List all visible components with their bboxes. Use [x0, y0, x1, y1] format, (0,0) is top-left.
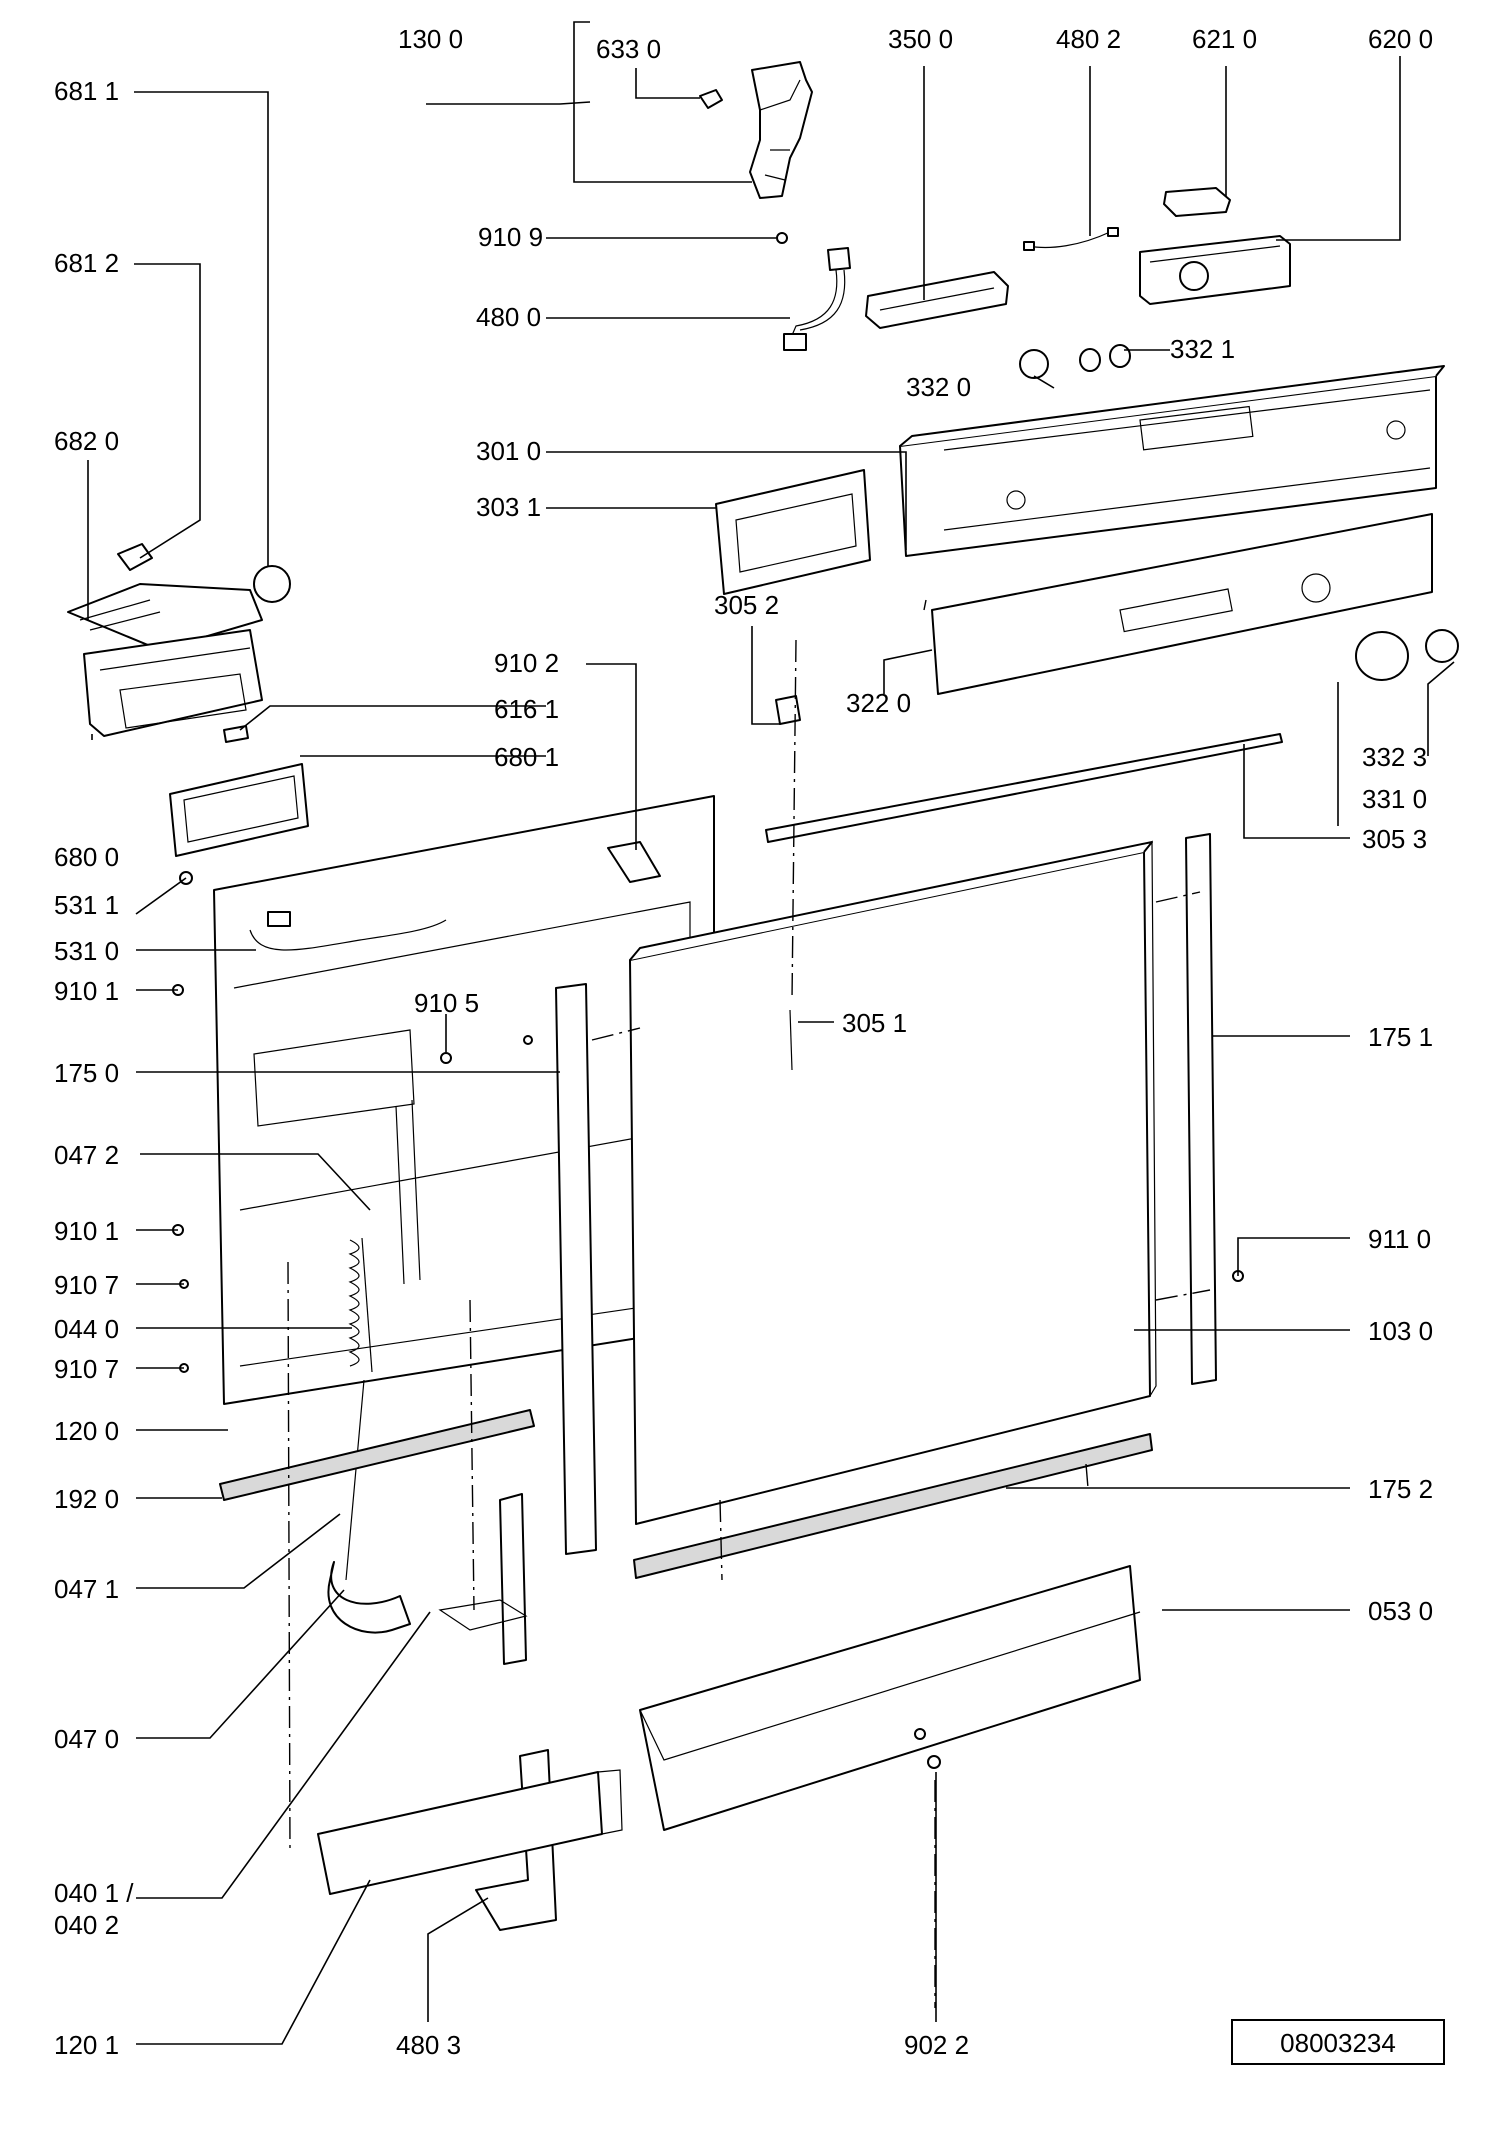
label-175-0: 175 0 — [54, 1058, 119, 1088]
label-303-1: 303 1 — [476, 492, 541, 522]
label-681-2: 681 2 — [54, 248, 119, 278]
label-902-2: 902 2 — [904, 2030, 969, 2060]
label-332-0: 332 0 — [906, 372, 971, 402]
label-192-0: 192 0 — [54, 1484, 119, 1514]
label-322-0: 322 0 — [846, 688, 911, 718]
leader-lines — [87, 21, 1455, 2045]
drawing-number-box: 08003234 — [1231, 2019, 1445, 2065]
label-531-1: 531 1 — [54, 890, 119, 920]
label-301-0: 301 0 — [476, 436, 541, 466]
label-047-1: 047 1 — [54, 1574, 119, 1604]
label-910-7-a: 910 7 — [54, 1270, 119, 1300]
label-620-0: 620 0 — [1368, 24, 1433, 54]
label-910-9: 910 9 — [478, 222, 543, 252]
label-621-0: 621 0 — [1192, 24, 1257, 54]
label-305-3: 305 3 — [1362, 824, 1427, 854]
parts-artwork — [67, 61, 1459, 2008]
label-910-2: 910 2 — [494, 648, 559, 678]
label-175-1: 175 1 — [1368, 1022, 1433, 1052]
label-480-3: 480 3 — [396, 2030, 461, 2060]
label-531-0: 531 0 — [54, 936, 119, 966]
label-480-2: 480 2 — [1056, 24, 1121, 54]
label-910-7-b: 910 7 — [54, 1354, 119, 1384]
label-682-0: 682 0 — [54, 426, 119, 456]
label-305-1: 305 1 — [842, 1008, 907, 1038]
label-911-0: 911 0 — [1368, 1224, 1431, 1254]
label-910-5: 910 5 — [414, 988, 479, 1018]
label-350-0: 350 0 — [888, 24, 953, 54]
label-053-0: 053 0 — [1368, 1596, 1433, 1626]
label-130-0: 130 0 — [398, 24, 463, 54]
label-040-1: 040 1 / — [54, 1878, 134, 1908]
label-332-3: 332 3 — [1362, 742, 1427, 772]
label-680-0: 680 0 — [54, 842, 119, 872]
label-040-2: 040 2 — [54, 1910, 119, 1940]
label-305-2: 305 2 — [714, 590, 779, 620]
label-120-1: 120 1 — [54, 2030, 119, 2060]
part-labels: 130 0 633 0 350 0 480 2 621 0 620 0 681 … — [54, 24, 1433, 2060]
label-047-0: 047 0 — [54, 1724, 119, 1754]
label-633-0: 633 0 — [596, 34, 661, 64]
label-103-0: 103 0 — [1368, 1316, 1433, 1346]
label-681-1: 681 1 — [54, 76, 119, 106]
label-910-1-a: 910 1 — [54, 976, 119, 1006]
label-480-0: 480 0 — [476, 302, 541, 332]
label-616-1: 616 1 — [494, 694, 559, 724]
label-332-1: 332 1 — [1170, 334, 1235, 364]
label-044-0: 044 0 — [54, 1314, 119, 1344]
label-047-2: 047 2 — [54, 1140, 119, 1170]
label-680-1: 680 1 — [494, 742, 559, 772]
label-331-0: 331 0 — [1362, 784, 1427, 814]
drawing-number: 08003234 — [1280, 2028, 1396, 2058]
label-910-1-b: 910 1 — [54, 1216, 119, 1246]
label-120-0: 120 0 — [54, 1416, 119, 1446]
label-175-2: 175 2 — [1368, 1474, 1433, 1504]
